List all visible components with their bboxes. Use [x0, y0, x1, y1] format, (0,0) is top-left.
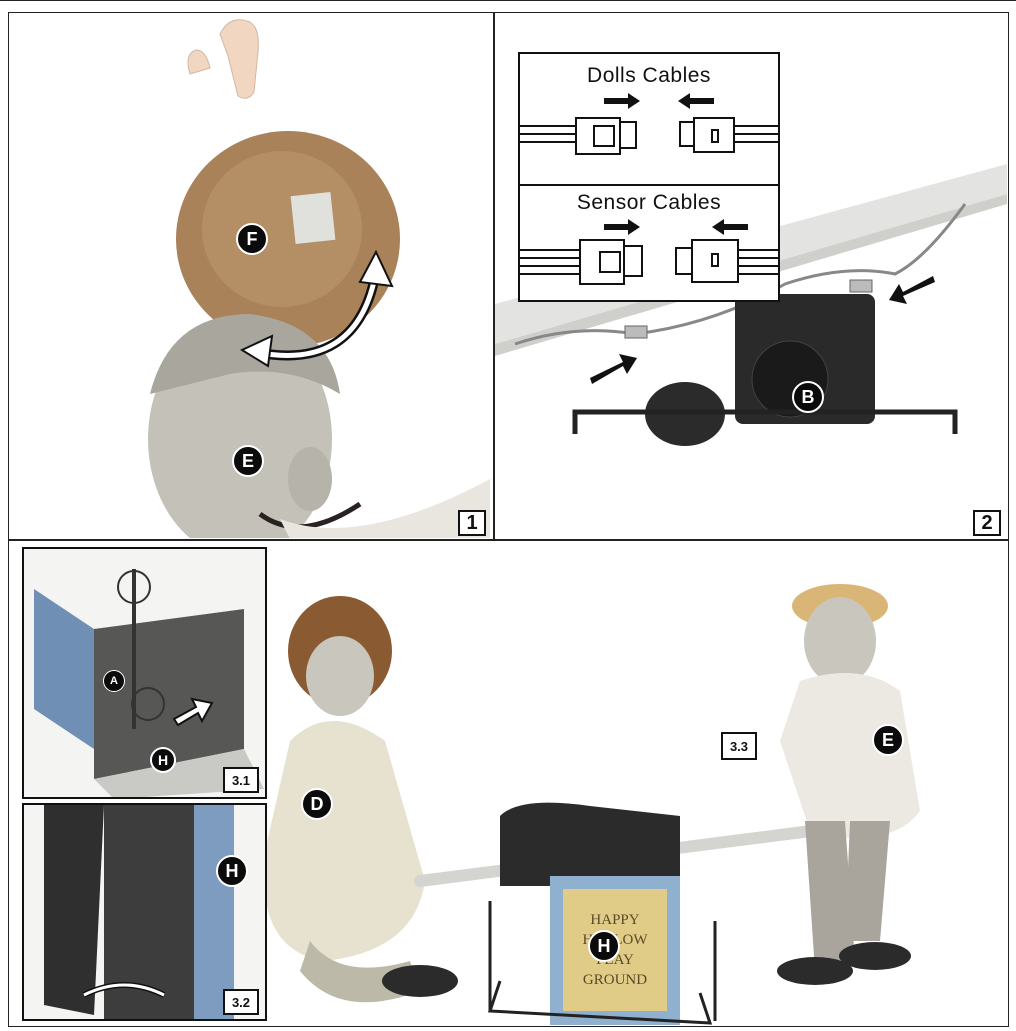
- panel-3-1-illustration: [24, 549, 265, 797]
- label-e: E: [232, 445, 264, 477]
- dolls-cables-connectors: [520, 92, 778, 182]
- panel-1-number: 1: [458, 510, 486, 536]
- label-b: B: [792, 381, 824, 413]
- panel-3-1-number: 3.1: [223, 767, 259, 793]
- top-rule: [0, 0, 1016, 1]
- dolls-cables-title: Dolls Cables: [520, 64, 778, 88]
- label-h-3-1: H: [150, 747, 176, 773]
- sensor-cables-connectors: [520, 218, 778, 308]
- label-h-3-2: H: [216, 855, 248, 887]
- label-a: A: [103, 670, 125, 692]
- label-f: F: [236, 223, 268, 255]
- label-d: D: [301, 788, 333, 820]
- sensor-cables-title: Sensor Cables: [520, 191, 778, 215]
- sign-line-1: HAPPY: [590, 910, 639, 930]
- panel-1: F E 1: [10, 14, 492, 538]
- panel-3-3-number: 3.3: [721, 732, 757, 760]
- panel-3-2: H 3.2: [22, 803, 267, 1021]
- panel-3-2-illustration: [24, 805, 265, 1019]
- label-e-3-3: E: [872, 724, 904, 756]
- cable-diagram-divider: [520, 184, 778, 186]
- panel-2-number: 2: [973, 510, 1001, 536]
- panel-3: HAPPY HOLLOW PLAY GROUND A H 3.1 H 3.2: [10, 541, 1007, 1025]
- cable-diagram: Dolls Cables Sensor Cables: [518, 52, 780, 302]
- sign-line-4: GROUND: [583, 970, 647, 990]
- label-h-3-3: H: [588, 930, 620, 962]
- panel-3-2-number: 3.2: [223, 989, 259, 1015]
- panel-3-1: A H 3.1: [22, 547, 267, 799]
